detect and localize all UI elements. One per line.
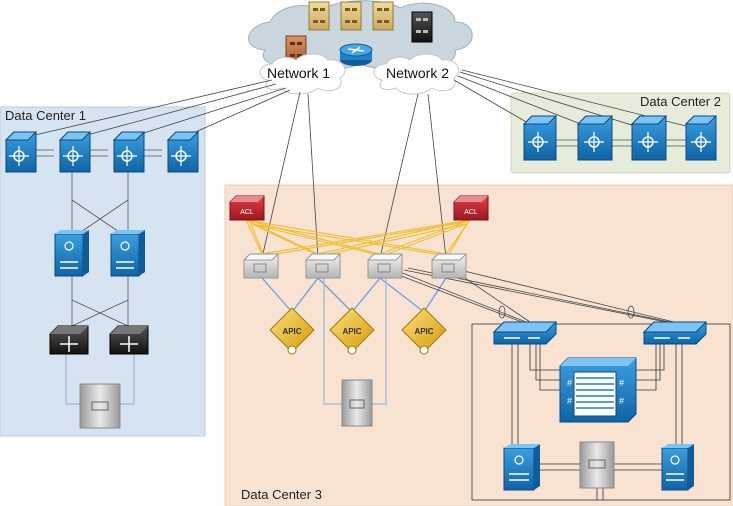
server-icon	[372, 1, 394, 31]
dc3-label: Data Center 3	[241, 487, 322, 502]
multilayer-switch-icon	[4, 131, 38, 173]
load-balancer-icon	[661, 444, 694, 491]
dc2-zone	[510, 92, 731, 174]
dc1-storage-links	[65, 354, 135, 405]
apic-controller-icon: APIC	[269, 307, 315, 355]
svg-text:ACL: ACL	[464, 209, 478, 216]
storage-array-icon	[579, 441, 615, 489]
server-icon	[411, 11, 433, 43]
nexus-switch-icon	[304, 253, 342, 279]
server-icon	[340, 1, 362, 31]
load-balancer-icon	[503, 444, 540, 491]
dc3-zone	[224, 184, 733, 506]
nexus-switch-icon	[366, 253, 404, 279]
load-balancer-icon	[110, 230, 145, 277]
svg-text:#: #	[567, 396, 572, 406]
nexus-switch-icon	[242, 253, 280, 279]
dc1-label: Data Center 1	[5, 108, 86, 123]
multilayer-switch-icon	[576, 115, 614, 161]
router-icon	[339, 43, 373, 66]
dc3-storage-links	[323, 278, 387, 405]
multilayer-switch-icon	[112, 131, 146, 173]
apic-links	[261, 277, 447, 313]
dc2-links	[556, 139, 686, 147]
fabric-interconnect-icon	[642, 321, 708, 345]
svg-text:#: #	[567, 378, 572, 388]
dc2-label: Data Center 2	[640, 94, 721, 109]
storage-array-icon	[341, 379, 373, 427]
network-2-cloud	[373, 53, 460, 95]
storage-array-icon	[79, 383, 121, 429]
multilayer-switch-icon	[630, 115, 668, 161]
multilayer-switch-icon	[166, 131, 200, 173]
nexus-switch-icon	[109, 325, 149, 355]
acl-firewall-icon: ACL	[229, 195, 265, 221]
svg-text:APIC: APIC	[342, 327, 361, 336]
multilayer-switch-icon	[58, 131, 92, 173]
fabric-links	[245, 219, 471, 257]
nexus-switch-icon	[49, 325, 89, 355]
fabric-interconnect-icon	[492, 321, 558, 345]
svg-text:#: #	[619, 378, 624, 388]
ucs-uplinks	[395, 267, 675, 323]
load-balancer-icon	[54, 230, 89, 277]
apic-controller-icon: APIC	[329, 307, 375, 355]
svg-text:APIC: APIC	[282, 327, 301, 336]
nexus-switch-icon	[430, 253, 468, 279]
ucs-internal-links	[471, 323, 731, 501]
multilayer-switch-icon	[522, 115, 558, 161]
network-2-label: Network 2	[386, 65, 450, 81]
svg-text:APIC: APIC	[414, 327, 433, 336]
network-1-label: Network 1	[267, 65, 331, 81]
apic-controller-icon: APIC	[401, 307, 447, 355]
network-1-cloud	[259, 53, 346, 95]
svg-text:#: #	[619, 396, 624, 406]
svg-text:ACL: ACL	[240, 209, 254, 216]
multilayer-switch-icon	[684, 115, 718, 161]
blade-chassis-icon: # # # #	[559, 357, 637, 423]
server-icon	[308, 1, 330, 31]
acl-firewall-icon: ACL	[453, 195, 489, 221]
